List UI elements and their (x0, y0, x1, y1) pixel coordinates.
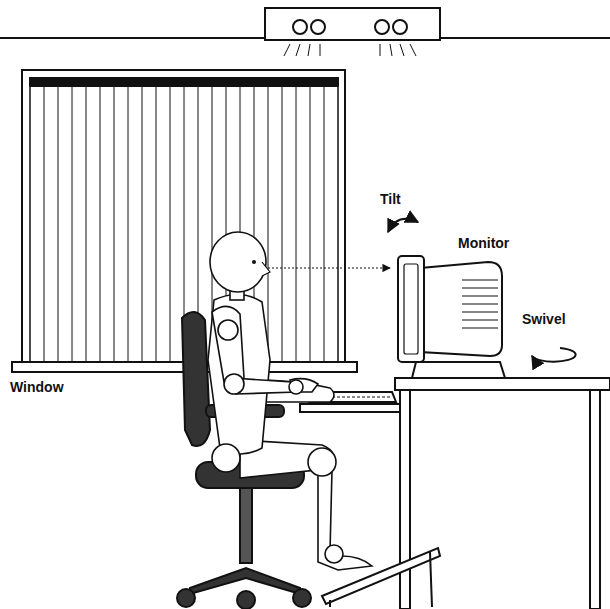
callout-label: Window (10, 380, 64, 395)
seated-figure (208, 232, 372, 570)
callout-label: Swivel (522, 312, 566, 327)
sight-line (268, 267, 390, 268)
callout-label: Monitor (458, 236, 509, 251)
desk (395, 378, 610, 609)
monitor (398, 256, 505, 378)
callout-label: Tilt (380, 192, 401, 207)
tilt-arrow (388, 219, 418, 232)
ceiling-light (0, 8, 610, 56)
swivel-arrow (532, 348, 576, 362)
